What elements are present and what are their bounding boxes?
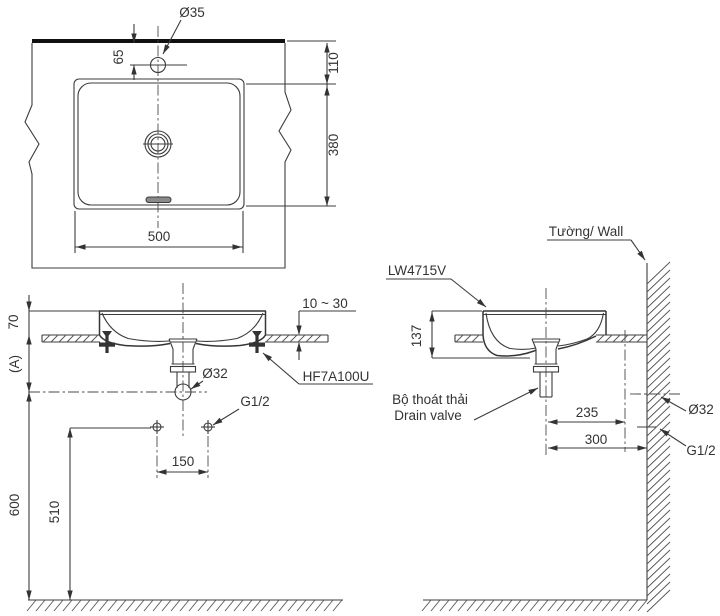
dim-600-label: 600 (7, 494, 22, 517)
fixing-kit-label: HF7A100U (303, 369, 370, 384)
fixing-clamp-right (249, 331, 265, 353)
dim-70-label: 70 (6, 314, 21, 329)
wall-label: Tường/ Wall (549, 224, 623, 239)
side-basin-profile (482, 310, 607, 357)
arrowheads-layer (26, 33, 671, 600)
dim-235-label: 235 (576, 405, 599, 420)
dim-510-label: 510 (47, 501, 62, 524)
dim-a-label: (A) (7, 355, 22, 373)
counter-thickness-label: 10 ~ 30 (302, 296, 347, 311)
front-basin-profile (98, 310, 267, 347)
hatch-layer (26, 261, 671, 613)
drain-valve-label-en: Drain valve (394, 408, 462, 423)
drain-valve-leader (473, 387, 539, 421)
side-view: Tường/ Wall LW4715V 137 Bộ thoát thải Dr… (386, 224, 716, 601)
dim-65-label: 65 (111, 49, 126, 64)
product-model-label: LW4715V (388, 263, 446, 278)
dim-150-label: 150 (172, 454, 195, 469)
dim-300-label: 300 (585, 432, 608, 447)
wall-outlet-dia-label: Ø32 (688, 402, 714, 417)
basin-outer-rect (73, 78, 245, 210)
wall-supply-thread-label: G1/2 (686, 443, 715, 458)
dim-500-label: 500 (148, 229, 171, 244)
plan-view: Ø35 65 110 380 500 (24, 5, 341, 269)
drain-dia-label-front: Ø32 (202, 366, 228, 381)
countertop-outline (24, 43, 292, 269)
fixing-clamp-left (99, 331, 115, 353)
dim-137-label: 137 (409, 325, 424, 348)
supply-hole-right (201, 420, 215, 478)
drain-valve-label-vi: Bộ thoát thải (392, 392, 468, 407)
basin-inner-rect (77, 82, 241, 206)
faucet-dia-label: Ø35 (179, 5, 205, 20)
dim-110-label: 110 (326, 52, 341, 74)
dim-380-label: 380 (326, 134, 341, 157)
front-view: 70 (A) 600 510 150 10 ~ 30 HF7A100U G1/2… (6, 283, 373, 601)
overflow-slot (145, 196, 172, 203)
supply-hole-left (150, 420, 164, 478)
supply-thread-label-front: G1/2 (240, 394, 269, 409)
